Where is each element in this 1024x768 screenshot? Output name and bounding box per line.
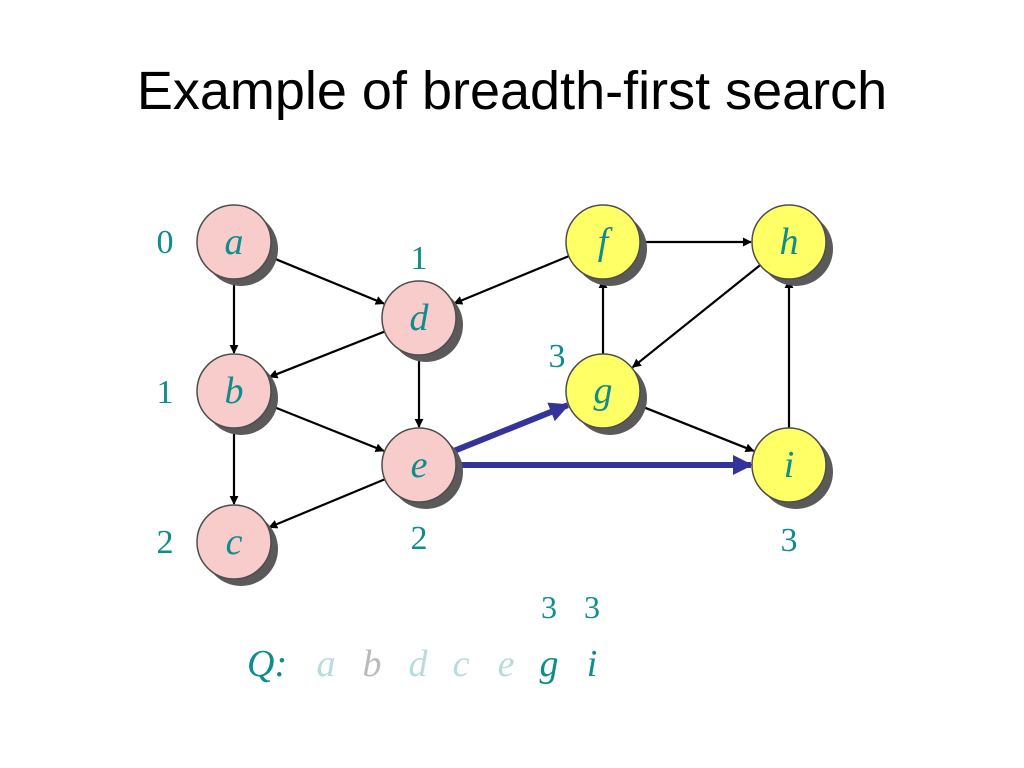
queue-item-g: g: [540, 643, 559, 685]
node-label: i: [784, 444, 795, 486]
edge-e-c: [268, 478, 386, 529]
edges-layer: [229, 237, 794, 529]
node-circle: [751, 204, 827, 280]
node-g: g: [565, 353, 647, 435]
node-label: h: [780, 221, 799, 263]
node-circle: [565, 353, 641, 429]
node-circle: [196, 204, 272, 280]
edge-a-d: [267, 255, 385, 305]
node-circle: [381, 427, 457, 503]
node-h: h: [751, 204, 833, 286]
queue-item-b: b: [363, 643, 382, 685]
edge-b-e: [267, 403, 385, 453]
node-label: e: [411, 444, 428, 486]
edge-d-b: [268, 330, 385, 379]
edge-g-i: [636, 403, 755, 453]
node-c: c: [196, 504, 278, 586]
node-label: b: [225, 370, 244, 412]
node-b: b: [196, 353, 278, 435]
node-d: d: [381, 280, 463, 362]
distance-labels-layer: 0 1 2 1 2 3 3: [157, 224, 798, 561]
distance-label-g: 3: [549, 338, 566, 375]
distance-label-a: 0: [157, 224, 174, 261]
queue-item-distance-g: 3: [541, 589, 557, 625]
node-circle: [381, 280, 457, 356]
queue-item-a: a: [317, 643, 336, 685]
node-label: g: [594, 370, 613, 412]
edge-f-d: [453, 255, 570, 305]
queue-item-e: e: [498, 643, 515, 685]
tree-edge-e-g: [452, 402, 570, 454]
node-a: a: [196, 204, 278, 286]
node-circle: [196, 504, 272, 580]
node-label: d: [410, 297, 430, 339]
distance-label-d: 1: [411, 240, 428, 277]
node-f: f: [565, 204, 647, 286]
node-circle: [565, 204, 641, 280]
distance-label-c: 2: [157, 524, 174, 561]
queue-item-c: c: [453, 643, 470, 685]
queue-item-distance-i: 3: [584, 589, 600, 625]
slide-title: Example of breadth-first search: [136, 61, 888, 121]
distance-label-b: 1: [157, 374, 174, 411]
node-circle: [196, 353, 272, 429]
node-circle: [751, 427, 827, 503]
queue-label: Q:: [247, 643, 287, 685]
node-label: a: [225, 221, 244, 263]
queue-item-d: d: [409, 643, 429, 685]
edge-h-g: [631, 264, 761, 369]
nodes-layer: a b c d e f g h i: [196, 204, 833, 586]
distance-label-e: 2: [411, 520, 428, 557]
distance-label-i: 3: [781, 522, 798, 559]
node-e: e: [381, 427, 463, 509]
node-label: c: [226, 521, 243, 563]
node-i: i: [751, 427, 833, 509]
queue-item-i: i: [587, 643, 598, 685]
